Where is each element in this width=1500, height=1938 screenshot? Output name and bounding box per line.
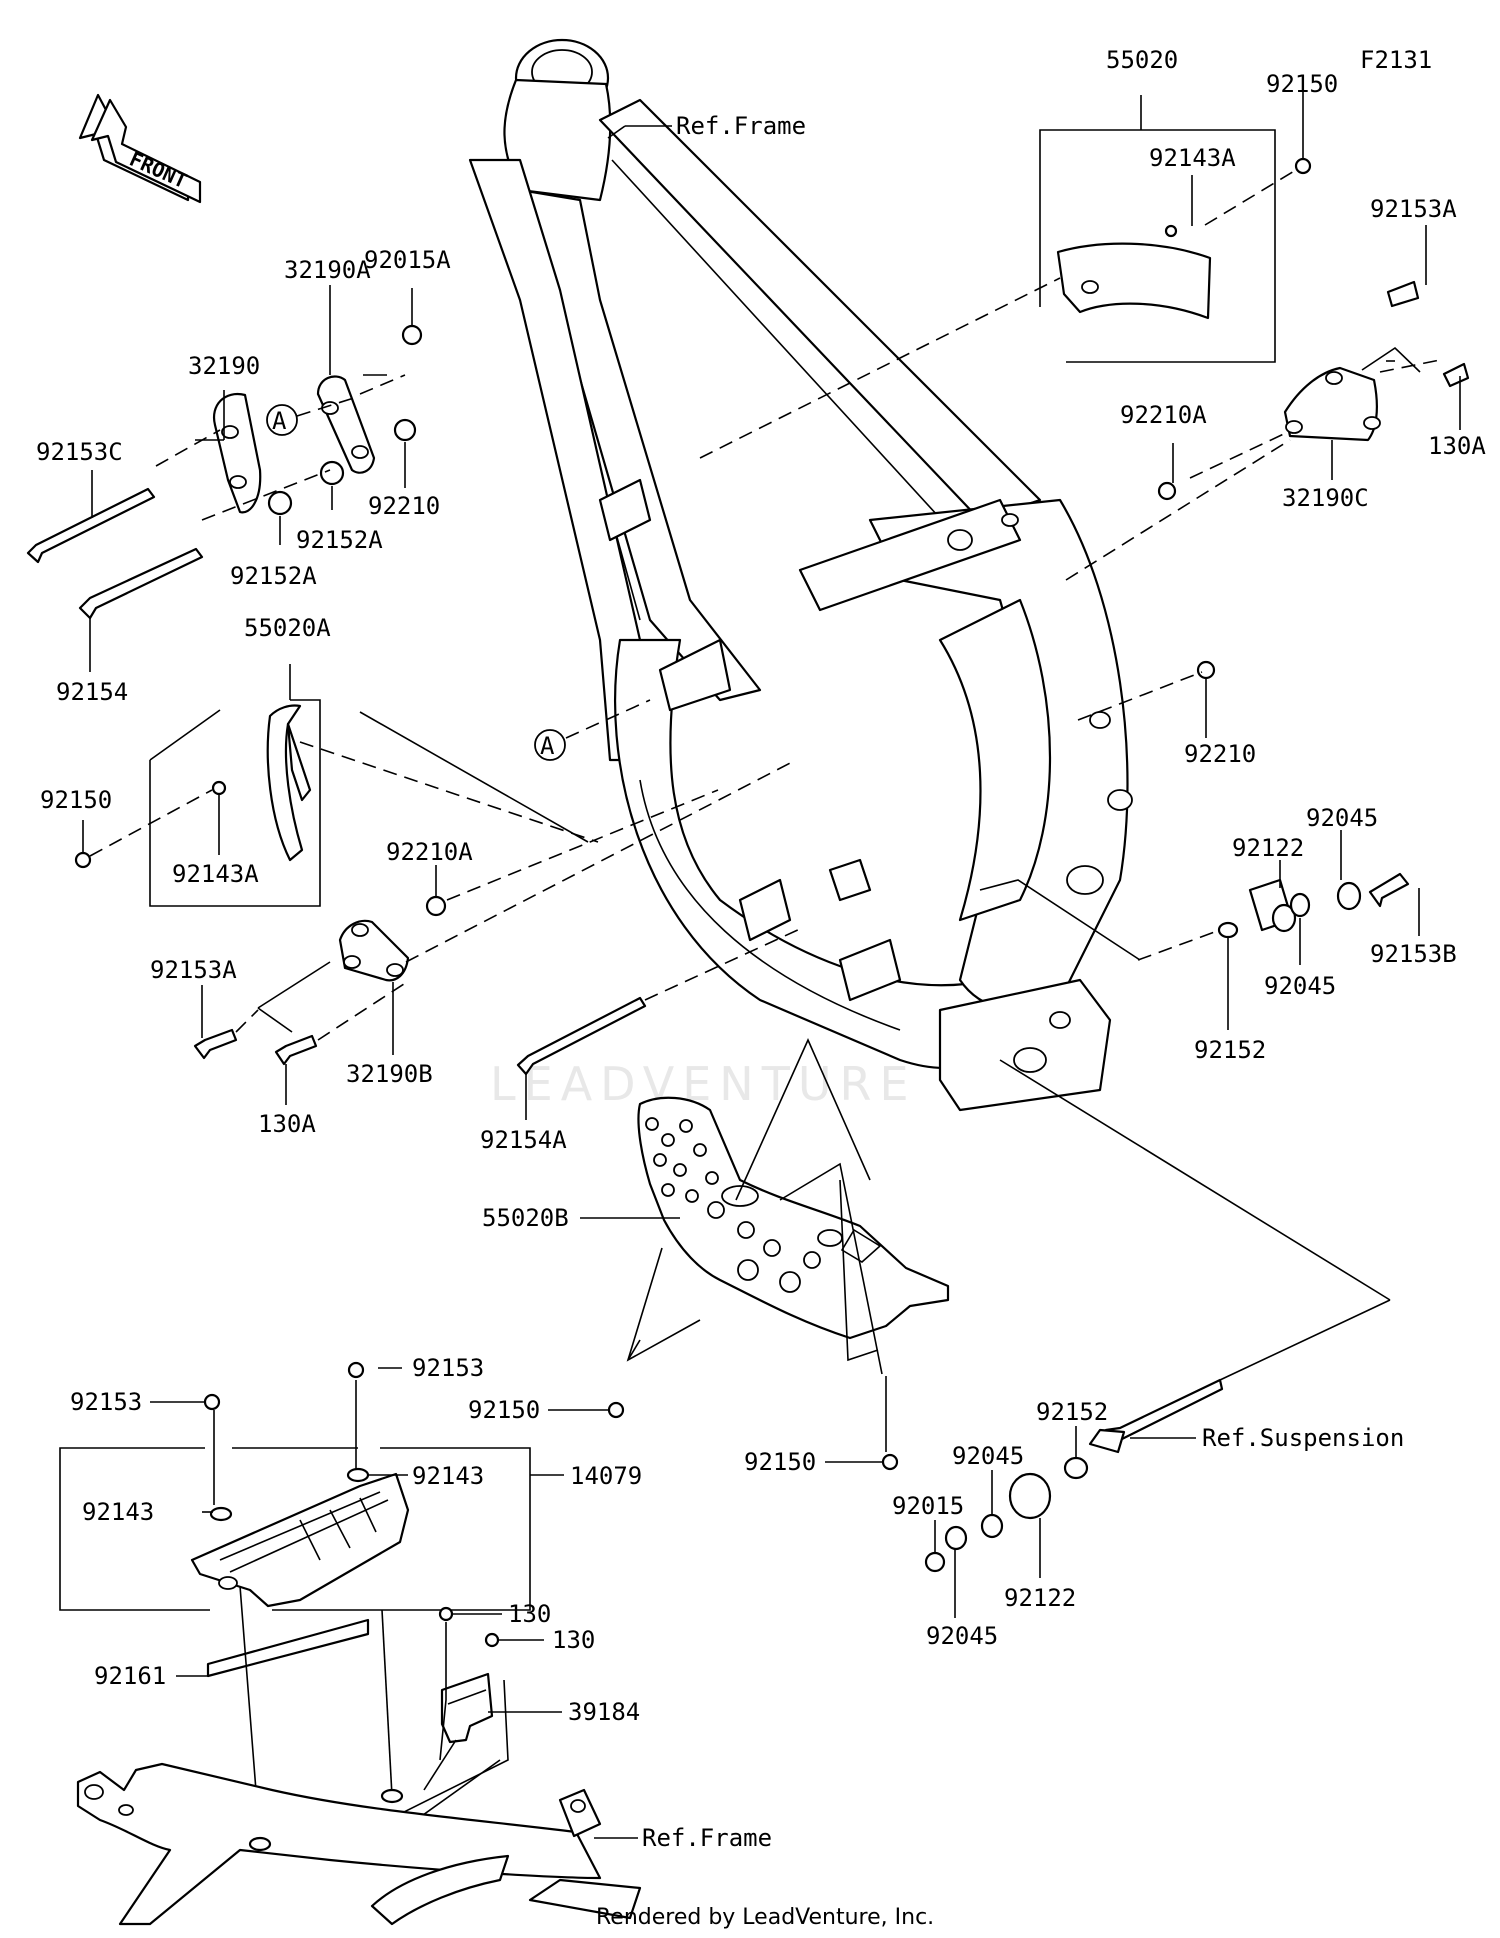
watermark: LEADVENTURE [490, 1057, 917, 1111]
label-92143A: 92143A [1149, 144, 1236, 172]
label-92154: 92154 [56, 678, 128, 706]
part-right-pivot-set [1196, 660, 1410, 939]
label-92152-lower: 92152 [1036, 1398, 1108, 1426]
part-55020A-guard [74, 704, 312, 869]
label-92143A-left: 92143A [172, 860, 259, 888]
circle-a-icon [534, 729, 566, 761]
circle-a-icon [266, 404, 298, 436]
label-14079: 14079 [570, 1462, 642, 1490]
label-92122-right: 92122 [1232, 834, 1304, 862]
label-32190: 32190 [188, 352, 260, 380]
part-92161-sheet [206, 1618, 370, 1678]
part-39184-bracket [438, 1606, 500, 1744]
label-92122-lower: 92122 [1004, 1584, 1076, 1612]
label-92150-left: 92150 [40, 786, 112, 814]
label-92154A: 92154A [480, 1126, 567, 1154]
label-92210-right: 92210 [1184, 740, 1256, 768]
label-92152A-b: 92152A [230, 562, 317, 590]
part-lower-pivot-set [924, 1378, 1224, 1573]
label-92210A-left: 92210A [386, 838, 473, 866]
label-130-b: 130 [552, 1626, 595, 1654]
label-92143-mid: 92143 [412, 1462, 484, 1490]
label-39184: 39184 [568, 1698, 640, 1726]
part-55020-guard [1056, 157, 1312, 320]
part-32190B-bracket [193, 895, 447, 1066]
label-32190A: 32190A [284, 256, 371, 284]
figure-code: F2131 [1360, 46, 1432, 74]
label-92015: 92015 [892, 1492, 964, 1520]
label-92045-lower-top: 92045 [952, 1442, 1024, 1470]
label-130A: 130A [1428, 432, 1486, 460]
label-55020B: 55020B [482, 1204, 569, 1232]
part-32190-bracket [26, 324, 423, 620]
label-ref-frame-bottom: Ref.Frame [642, 1824, 772, 1852]
label-ref-frame-top: Ref.Frame [676, 112, 806, 140]
label-32190B: 32190B [346, 1060, 433, 1088]
label-92153-left: 92153 [70, 1388, 142, 1416]
label-92152-right: 92152 [1194, 1036, 1266, 1064]
marker-a-upper: A [272, 407, 287, 435]
label-92150-skid-a: 92150 [468, 1396, 540, 1424]
main-frame [468, 38, 1133, 1112]
label-92153-mid: 92153 [412, 1354, 484, 1382]
front-arrow-icon: FRONT [78, 93, 202, 204]
callout-labels: 55020 92150 92143A 92153A 130A 92210A 32… [36, 46, 1486, 1852]
marker-a-lower: A [540, 732, 555, 760]
label-92153A: 92153A [1370, 195, 1457, 223]
label-92210: 92210 [368, 492, 440, 520]
label-92153A-left: 92153A [150, 956, 237, 984]
label-ref-suspension: Ref.Suspension [1202, 1424, 1404, 1452]
rendered-by-caption: Rendered by LeadVenture, Inc. [596, 1905, 934, 1930]
label-92150-skid-b: 92150 [744, 1448, 816, 1476]
label-92045-right: 92045 [1264, 972, 1336, 1000]
label-92210A: 92210A [1120, 401, 1207, 429]
rear-subframe [76, 1762, 642, 1926]
part-14079-guard [190, 1361, 410, 1678]
label-92045-lower: 92045 [926, 1622, 998, 1650]
part-55020B-skidplate [607, 1096, 950, 1471]
label-92152A-a: 92152A [296, 526, 383, 554]
part-32190C-bracket [1157, 280, 1470, 501]
label-55020: 55020 [1106, 46, 1178, 74]
label-92153C: 92153C [36, 438, 123, 466]
label-92143-left: 92143 [82, 1498, 154, 1526]
label-32190C: 32190C [1282, 484, 1369, 512]
label-55020A: 55020A [244, 614, 331, 642]
label-130A-left: 130A [258, 1110, 316, 1138]
label-130-a: 130 [508, 1600, 551, 1628]
label-92161: 92161 [94, 1662, 166, 1690]
label-92150: 92150 [1266, 70, 1338, 98]
label-92015A: 92015A [364, 246, 451, 274]
label-92153B: 92153B [1370, 940, 1457, 968]
label-92045-top: 92045 [1306, 804, 1378, 832]
